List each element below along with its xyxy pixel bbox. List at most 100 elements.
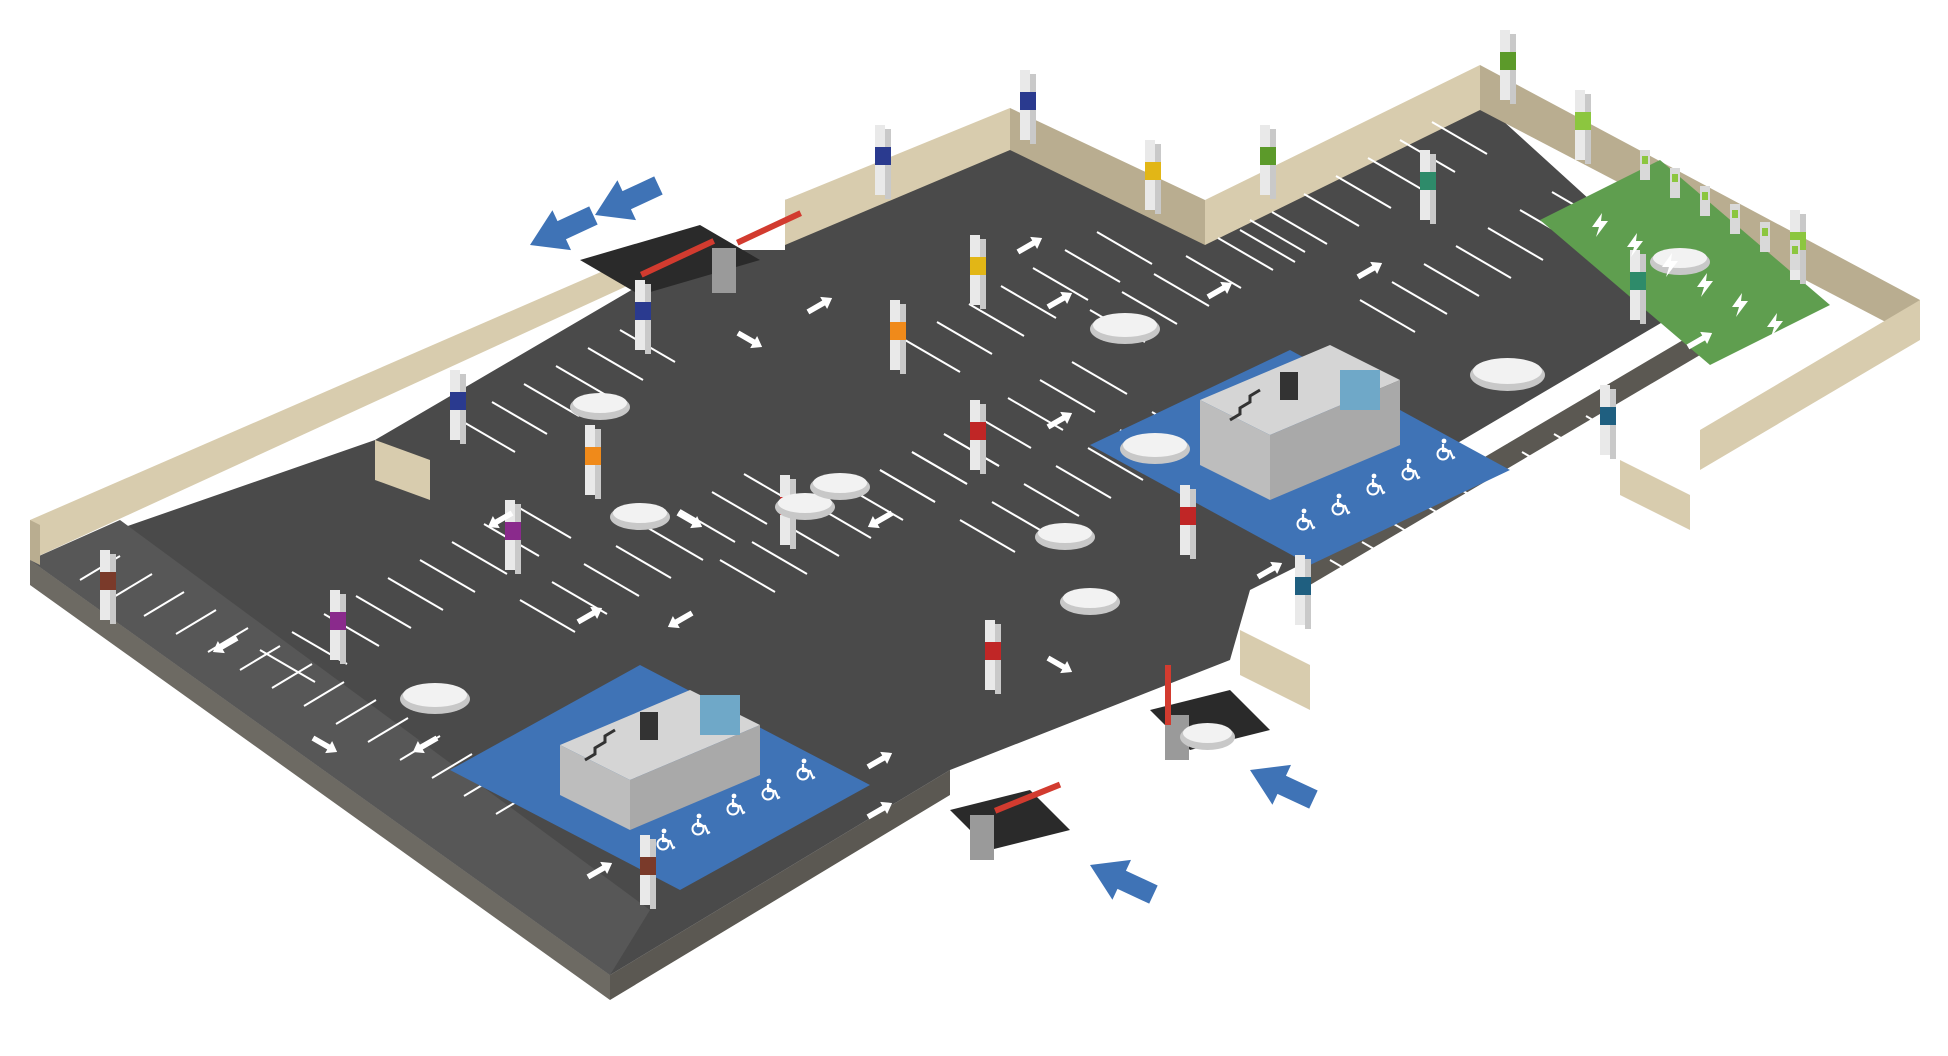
zone-pillar [890, 300, 906, 374]
ev-charger [1730, 204, 1740, 234]
bay-line [555, 365, 612, 399]
zone-pillar [640, 835, 656, 909]
bay-line [1359, 299, 1416, 333]
bay-line [1153, 273, 1210, 307]
barrier-arm [640, 238, 716, 278]
bay-line [1039, 379, 1096, 413]
stairs-icon [584, 728, 616, 762]
wall-step-1 [375, 440, 430, 500]
zone-pillar [985, 620, 1001, 694]
parked-car [775, 493, 835, 520]
entrance-arrow-icon [1250, 764, 1318, 809]
bay-line [936, 321, 993, 355]
bay-line [1121, 291, 1178, 325]
wall-left-top [30, 255, 640, 560]
ev-charger [1790, 240, 1800, 270]
gate-top-left [580, 210, 802, 295]
bay-line [523, 383, 580, 417]
arrow-icon [1614, 416, 1646, 444]
bay-line [143, 591, 185, 617]
parked-car [570, 393, 630, 420]
bay-line [1393, 523, 1450, 557]
bay-line [1000, 285, 1057, 319]
bay-line [959, 519, 1016, 553]
elevator-icon [640, 712, 658, 740]
bay-line [1423, 263, 1480, 297]
bay-line [1064, 249, 1121, 283]
slab-side-front-left [30, 560, 610, 1000]
bay-line [1455, 245, 1512, 279]
bay-line [679, 509, 736, 543]
bay-line [431, 753, 473, 779]
zone-pillar [1295, 555, 1311, 629]
wall-left-face [30, 520, 40, 565]
zone-pillar [970, 235, 986, 309]
zone-pillar [1145, 140, 1161, 214]
bay-line [1185, 255, 1242, 289]
wall-upper-mid [785, 108, 1010, 245]
bay-line [711, 491, 768, 525]
parked-car [1180, 723, 1235, 750]
zone-pillar [505, 500, 521, 574]
zone-pillar [330, 590, 346, 664]
bay-line [1521, 451, 1578, 485]
bay-line [519, 599, 576, 633]
parked-car [1120, 433, 1190, 464]
glass-door [1340, 370, 1380, 410]
parked-car [1470, 358, 1545, 391]
bay-line [239, 645, 281, 671]
bay-line [459, 419, 516, 453]
parked-cars [400, 248, 1710, 750]
zone-pillar [1575, 90, 1591, 164]
entrance-arrow-icon [595, 176, 663, 221]
bay-line [1489, 469, 1546, 503]
stair-elevator-cores [560, 345, 1400, 830]
bay-line [367, 717, 409, 743]
ev-charger [1700, 186, 1710, 216]
bay-line [1217, 237, 1274, 271]
parking-floor [30, 100, 1700, 975]
parking-bays [79, 121, 1642, 815]
zone-pillar [1420, 150, 1436, 224]
barrier-arm [994, 781, 1062, 814]
bay-line [583, 563, 640, 597]
bay-line [1239, 229, 1296, 263]
wall-right-end [1700, 300, 1920, 470]
bay-line [911, 451, 968, 485]
bay-line [1367, 157, 1424, 191]
bay-line [1023, 483, 1080, 517]
bay-line [259, 649, 316, 683]
bay-line [879, 469, 936, 503]
zone-pillar [635, 280, 651, 354]
bay-line [419, 559, 476, 593]
wall-upper-right [1205, 65, 1480, 245]
zone-pillar [1630, 250, 1646, 324]
parked-car [400, 683, 470, 714]
ev-chargers [1640, 150, 1800, 270]
ev-charger [1670, 168, 1680, 198]
elevator-icon [1280, 372, 1298, 400]
barrier-arm [736, 210, 802, 246]
zone-pillar [1260, 125, 1276, 199]
zone-pillar [970, 400, 986, 474]
floor-upper-left [30, 100, 1700, 975]
bay-line [991, 501, 1048, 535]
bay-line [1361, 541, 1418, 575]
bay-line [1055, 465, 1112, 499]
zone-pillar [100, 550, 116, 624]
ev-charger [1760, 222, 1770, 252]
parked-car [1090, 313, 1160, 344]
floor-bottom-strip [30, 520, 650, 975]
bay-line [751, 541, 808, 575]
bay-line [615, 545, 672, 579]
bay-line [1425, 505, 1482, 539]
bay-line [587, 347, 644, 381]
bay-line [1553, 433, 1610, 467]
bay-line [1271, 211, 1328, 245]
zone-pillar [450, 370, 466, 444]
glass-door [700, 695, 740, 735]
core-left [560, 690, 760, 830]
slab-side-front-right [610, 770, 950, 1000]
bay-line [647, 527, 704, 561]
